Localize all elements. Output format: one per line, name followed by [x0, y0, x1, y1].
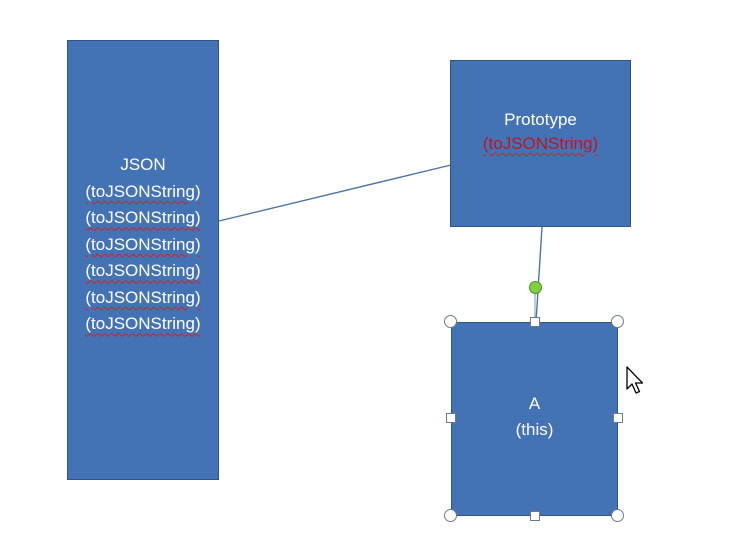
connector-prototype-a[interactable] [535, 226, 543, 323]
resize-handle-top[interactable] [530, 317, 540, 327]
json-box-item: (toJSONString) [85, 181, 201, 201]
resize-handle-top-left[interactable] [444, 315, 457, 328]
a-box-title: A [528, 394, 541, 413]
connector-json-prototype[interactable] [218, 164, 452, 222]
a-box[interactable]: A (this) [451, 322, 618, 516]
resize-handle-bottom-right[interactable] [611, 509, 624, 522]
mouse-pointer-arrow-icon [626, 366, 644, 394]
resize-handle-right[interactable] [613, 413, 623, 423]
rotation-handle[interactable] [529, 281, 542, 294]
resize-handle-bottom[interactable] [530, 511, 540, 521]
json-box-item: (toJSONString) [85, 261, 201, 281]
json-box[interactable]: JSON (toJSONString) (toJSONString) (toJS… [67, 40, 219, 480]
json-box-item: (toJSONString) [85, 208, 201, 228]
prototype-box-title: Prototype [504, 110, 577, 129]
json-box-item: (toJSONString) [85, 234, 201, 254]
a-box-subtitle: (this) [515, 420, 554, 439]
resize-handle-left[interactable] [446, 413, 456, 423]
prototype-box-item: (toJSONString) [482, 134, 599, 153]
resize-handle-top-right[interactable] [611, 315, 624, 328]
json-box-title: JSON [120, 155, 166, 175]
resize-handle-bottom-left[interactable] [444, 509, 457, 522]
prototype-box[interactable]: Prototype (toJSONString) [450, 60, 631, 227]
json-box-item: (toJSONString) [85, 287, 201, 307]
json-box-item: (toJSONString) [85, 314, 201, 334]
